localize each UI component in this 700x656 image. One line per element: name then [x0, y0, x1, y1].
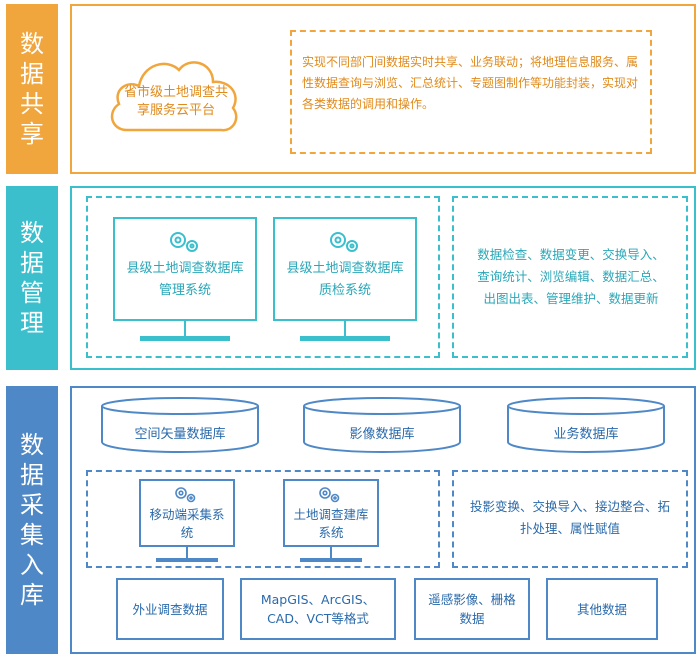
monitor-survey-build	[282, 478, 380, 566]
manage-functions-box	[452, 196, 688, 358]
source-remote-sensing-text: 遥感影像、栅格数据	[428, 592, 516, 626]
monitor-db-quality-text: 县级土地调查数据库质检系统	[286, 261, 404, 298]
cloud-text: 省市级土地调查共享服务云平台	[124, 85, 229, 118]
source-formats-text: MapGIS、ArcGIS、CAD、VCT等格式	[260, 592, 376, 626]
monitor-mobile-collect	[138, 478, 236, 566]
collect-side-label: 数据采集入库	[6, 386, 58, 654]
monitor-db-quality	[272, 216, 418, 346]
share-description: 实现不同部门间数据实时共享、业务联动；将地理信息服务、属性数据查询与浏览、汇总统…	[302, 55, 639, 111]
database-image-label: 影像数据库	[349, 427, 415, 442]
monitor-db-management-text: 县级土地调查数据库管理系统	[126, 261, 244, 298]
source-other: 其他数据	[546, 578, 658, 640]
manage-systems-box	[86, 196, 440, 358]
collect-functions-box	[452, 470, 688, 568]
collect-functions: 投影变换、交换导入、接边整合、拓扑处理、属性赋值	[469, 499, 670, 536]
monitor-survey-build-text: 土地调查建库系统	[293, 507, 369, 540]
database-image: 影像数据库	[302, 396, 462, 454]
database-vector: 空间矢量数据库	[100, 396, 260, 454]
monitor-db-management	[112, 216, 258, 346]
collect-systems-box	[86, 470, 440, 568]
manage-side-label: 数据管理	[6, 186, 58, 370]
manage-side-label-text: 数据管理	[20, 219, 44, 337]
database-vector-label: 空间矢量数据库	[134, 427, 226, 442]
manage-functions: 数据检查、数据变更、交换导入、查询统计、浏览编辑、数据汇总、出图出表、管理维护、…	[477, 247, 665, 306]
source-field-survey-text: 外业调查数据	[132, 601, 208, 617]
source-field-survey: 外业调查数据	[116, 578, 224, 640]
share-side-label-text: 数据共享	[20, 30, 44, 148]
collect-side-label-text: 数据采集入库	[20, 431, 44, 609]
database-business: 业务数据库	[506, 396, 666, 454]
source-formats: MapGIS、ArcGIS、CAD、VCT等格式	[240, 578, 396, 640]
database-business-label: 业务数据库	[553, 427, 619, 442]
share-side-label: 数据共享	[6, 4, 58, 174]
share-description-box	[290, 30, 652, 154]
source-remote-sensing: 遥感影像、栅格数据	[414, 578, 530, 640]
source-other-text: 其他数据	[576, 601, 627, 617]
cloud-icon	[105, 40, 245, 140]
monitor-mobile-collect-text: 移动端采集系统	[149, 507, 225, 540]
